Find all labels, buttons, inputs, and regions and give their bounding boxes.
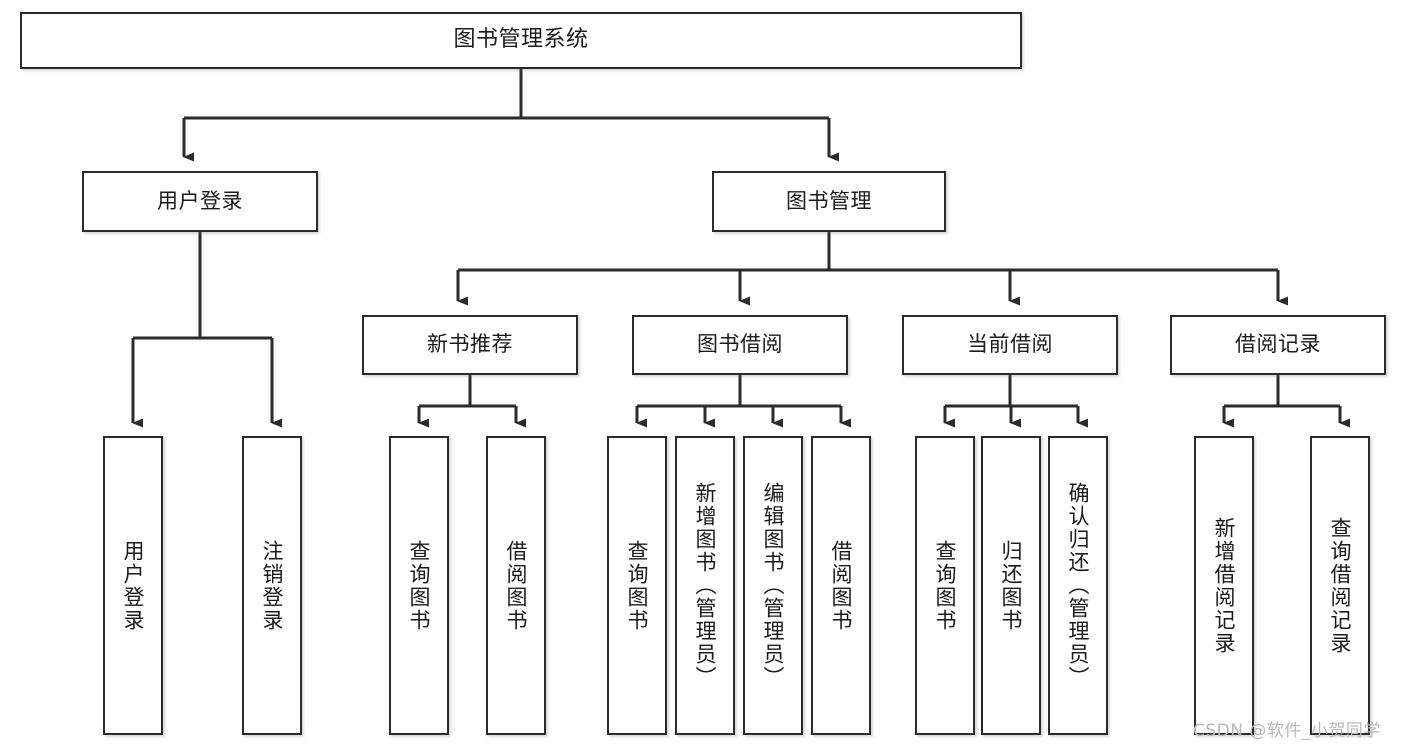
node-label: 注销登录	[260, 539, 285, 632]
leaf-return-book[interactable]: 归还图书	[981, 436, 1041, 735]
leaf-query-book-borrow[interactable]: 查询图书	[607, 436, 667, 735]
leaf-add-borrow-record[interactable]: 新增借阅记录	[1194, 436, 1254, 735]
node-label: 图书管理系统	[453, 27, 589, 53]
node-label: 新增图书（管理员）	[693, 482, 718, 689]
node-book-management[interactable]: 图书管理	[712, 171, 946, 232]
node-book-borrow[interactable]: 图书借阅	[632, 315, 848, 375]
node-label: 新书推荐	[427, 332, 513, 357]
node-label: 归还图书	[999, 539, 1024, 632]
node-borrow-records[interactable]: 借阅记录	[1170, 315, 1386, 375]
leaf-edit-book-admin[interactable]: 编辑图书（管理员）	[743, 436, 803, 735]
node-current-borrow[interactable]: 当前借阅	[902, 315, 1118, 375]
leaf-logout[interactable]: 注销登录	[242, 436, 302, 735]
node-label: 查询图书	[407, 539, 432, 632]
node-user-login[interactable]: 用户登录	[82, 171, 318, 232]
node-label: 当前借阅	[967, 332, 1053, 357]
node-root-system[interactable]: 图书管理系统	[20, 12, 1022, 69]
leaf-user-login[interactable]: 用户登录	[103, 436, 163, 735]
node-label: 新增借阅记录	[1212, 516, 1237, 655]
leaf-query-book-current[interactable]: 查询图书	[915, 436, 975, 735]
connectors-newbook-to-leaves	[417, 375, 526, 428]
connectors-bookmgmt-to-level3	[456, 232, 1288, 306]
node-label: 查询图书	[933, 539, 958, 632]
node-label: 查询借阅记录	[1328, 516, 1353, 655]
node-label: 图书管理	[786, 188, 872, 213]
leaf-query-borrow-record[interactable]: 查询借阅记录	[1310, 436, 1370, 735]
leaf-borrow-book[interactable]: 借阅图书	[811, 436, 871, 735]
leaf-confirm-return-admin[interactable]: 确认归还（管理员）	[1048, 436, 1108, 735]
connectors-records-to-leaves	[1222, 375, 1350, 428]
node-label: 借阅记录	[1235, 332, 1321, 357]
node-label: 确认归还（管理员）	[1066, 482, 1091, 689]
node-label: 借阅图书	[504, 539, 529, 632]
node-label: 用户登录	[157, 188, 243, 213]
connectors-current-to-leaves	[943, 375, 1088, 428]
node-label: 图书借阅	[697, 332, 783, 357]
leaf-query-book-recommend[interactable]: 查询图书	[389, 436, 449, 735]
leaf-borrow-book-recommend[interactable]: 借阅图书	[486, 436, 546, 735]
node-label: 用户登录	[121, 539, 146, 632]
connectors-borrow-to-leaves	[635, 375, 851, 428]
node-label: 查询图书	[625, 539, 650, 632]
node-new-book-recommend[interactable]: 新书推荐	[362, 315, 578, 375]
node-label: 编辑图书（管理员）	[761, 482, 786, 689]
connectors-root-to-level2	[182, 68, 839, 162]
connectors-userlogin-to-leaves	[131, 232, 282, 428]
leaf-add-book-admin[interactable]: 新增图书（管理员）	[675, 436, 735, 735]
node-label: 借阅图书	[829, 539, 854, 632]
